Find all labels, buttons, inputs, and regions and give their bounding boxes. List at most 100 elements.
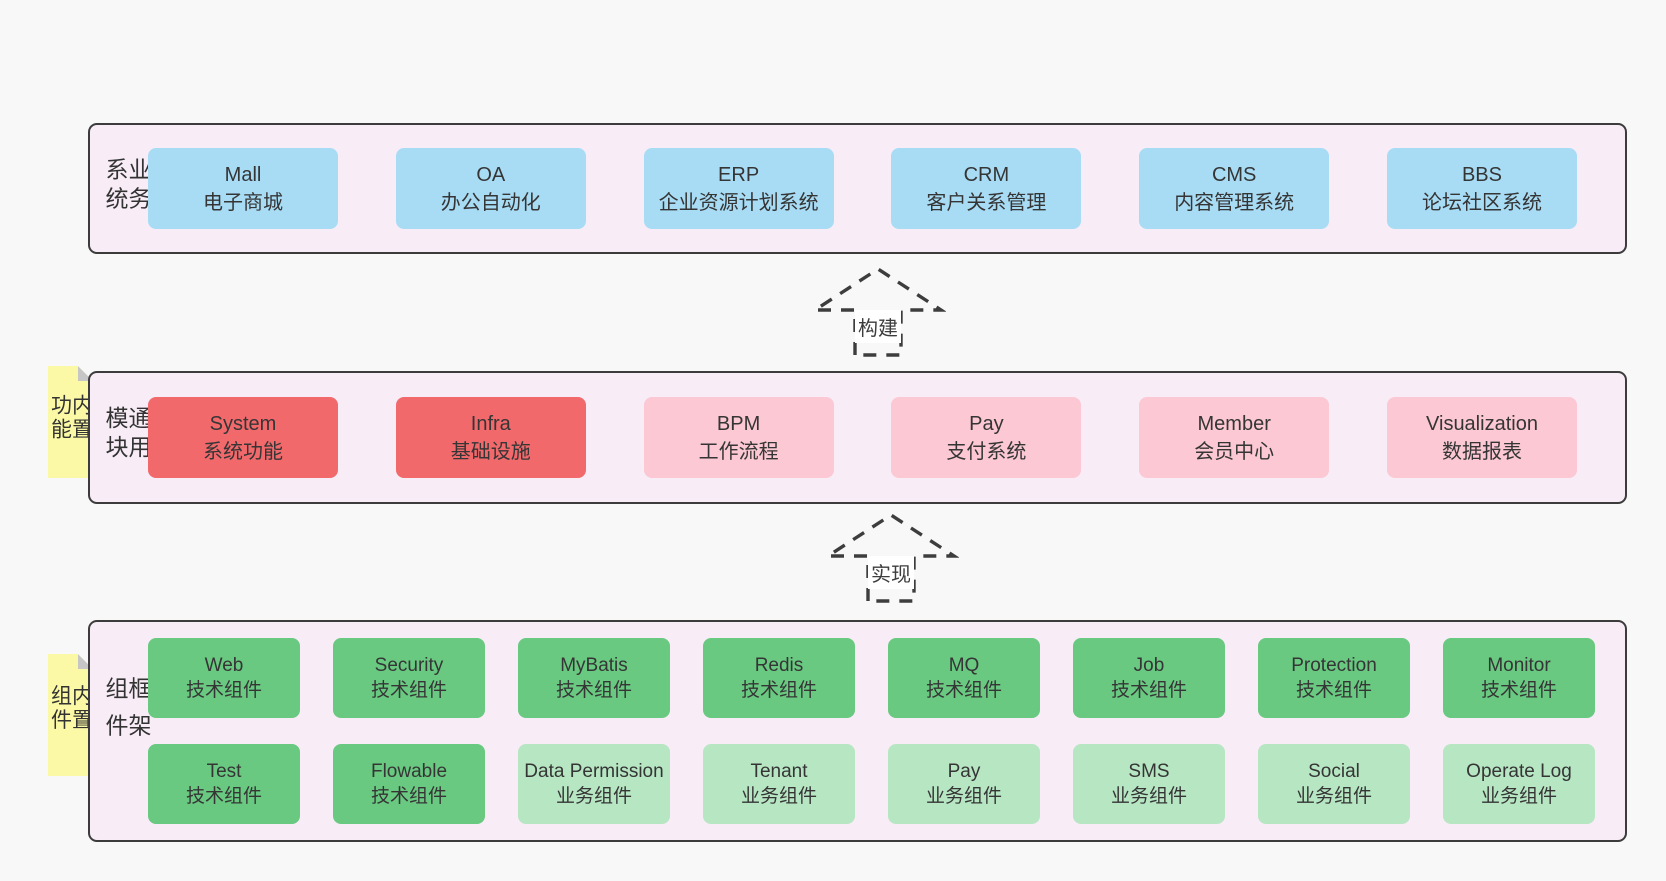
box-redis: Redis 技术组件 <box>703 638 855 718</box>
sticky-note-built-in-components: 内置组件 <box>48 654 93 776</box>
box-title: CRM <box>963 163 1010 186</box>
box-row: Web 技术组件 Security 技术组件 MyBatis 技术组件 Redi… <box>148 638 1595 718</box>
box-oa: OA 办公自动化 <box>395 148 586 229</box>
box-subtitle: 技术组件 <box>1110 680 1187 701</box>
box-title: MQ <box>948 655 980 676</box>
box-subtitle: 技术组件 <box>1480 680 1557 701</box>
box-title: Member <box>1197 412 1271 435</box>
box-subtitle: 技术组件 <box>185 786 262 807</box>
box-row: Mall 电子商城 OA 办公自动化 ERP 企业资源计划系统 CRM 客户关系… <box>148 148 1577 229</box>
box-subtitle: 电子商城 <box>203 191 283 214</box>
box-title: ERP <box>718 163 760 186</box>
box-subtitle: 技术组件 <box>555 680 632 701</box>
box-mybatis: MyBatis 技术组件 <box>518 638 670 718</box>
box-bbs: BBS 论坛社区系统 <box>1386 148 1577 229</box>
box-tenant: Tenant 业务组件 <box>703 744 855 824</box>
section-content: System 系统功能 Infra 基础设施 BPM 工作流程 Pay 支付系统… <box>148 373 1577 502</box>
box-subtitle: 客户关系管理 <box>926 191 1047 214</box>
box-title: Visualization <box>1426 412 1538 435</box>
box-title: System <box>209 412 277 435</box>
box-subtitle: 工作流程 <box>698 440 779 463</box>
box-subtitle: 技术组件 <box>370 786 447 807</box>
box-subtitle: 系统功能 <box>203 440 283 463</box>
box-title: Test <box>206 761 242 782</box>
section-label: 框架组件 <box>102 676 151 751</box>
arrow-label: 构建 <box>855 310 901 343</box>
box-subtitle: 技术组件 <box>1295 680 1372 701</box>
note-text: 内置功能 <box>48 394 93 442</box>
section-content: Web 技术组件 Security 技术组件 MyBatis 技术组件 Redi… <box>148 622 1595 840</box>
build-arrow: 构建 <box>810 264 946 358</box>
box-subtitle: 业务组件 <box>925 786 1002 807</box>
box-subtitle: 业务组件 <box>740 786 817 807</box>
box-title: Redis <box>754 655 804 676</box>
dashed-up-arrow-icon <box>810 266 946 357</box>
section-framework-components: 框架组件 Web 技术组件 Security 技术组件 MyBatis 技术组件… <box>88 620 1627 842</box>
box-row: System 系统功能 Infra 基础设施 BPM 工作流程 Pay 支付系统… <box>148 397 1577 478</box>
box-title: Job <box>1133 655 1165 676</box>
box-title: Pay <box>969 412 1004 435</box>
box-title: Security <box>374 655 444 676</box>
box-row: Test 技术组件 Flowable 技术组件 Data Permission … <box>148 744 1595 824</box>
box-cms: CMS 内容管理系统 <box>1139 148 1330 229</box>
arrow-label: 实现 <box>868 556 914 589</box>
implement-arrow: 实现 <box>823 510 959 604</box>
box-social: Social 业务组件 <box>1258 744 1410 824</box>
box-subtitle: 业务组件 <box>1295 786 1372 807</box>
box-title: MyBatis <box>560 655 628 676</box>
box-job: Job 技术组件 <box>1073 638 1225 718</box>
box-visualization: Visualization 数据报表 <box>1386 397 1577 478</box>
box-mq: MQ 技术组件 <box>888 638 1040 718</box>
box-subtitle: 办公自动化 <box>440 191 541 214</box>
box-pay-component: Pay 业务组件 <box>888 744 1040 824</box>
section-content: Mall 电子商城 OA 办公自动化 ERP 企业资源计划系统 CRM 客户关系… <box>148 125 1577 252</box>
box-pay-module: Pay 支付系统 <box>891 397 1082 478</box>
box-operate-log: Operate Log 业务组件 <box>1443 744 1595 824</box>
box-title: Social <box>1308 761 1360 782</box>
section-label: 通用模块 <box>102 405 151 464</box>
box-subtitle: 业务组件 <box>1110 786 1187 807</box>
box-data-permission: Data Permission 业务组件 <box>518 744 670 824</box>
box-test: Test 技术组件 <box>148 744 300 824</box>
box-member: Member 会员中心 <box>1139 397 1330 478</box>
box-subtitle: 企业资源计划系统 <box>658 191 819 214</box>
box-subtitle: 基础设施 <box>450 440 531 463</box>
box-flowable: Flowable 技术组件 <box>333 744 485 824</box>
box-erp: ERP 企业资源计划系统 <box>643 148 834 229</box>
section-label: 业务系统 <box>102 156 151 215</box>
box-monitor: Monitor 技术组件 <box>1443 638 1595 718</box>
box-subtitle: 业务组件 <box>1480 786 1557 807</box>
box-title: SMS <box>1128 761 1170 782</box>
box-subtitle: 会员中心 <box>1194 440 1275 463</box>
box-subtitle: 技术组件 <box>925 680 1002 701</box>
box-title: Infra <box>470 412 511 435</box>
box-title: CMS <box>1211 163 1257 186</box>
note-text: 内置组件 <box>48 684 93 733</box>
box-subtitle: 支付系统 <box>946 440 1027 463</box>
box-subtitle: 技术组件 <box>185 680 262 701</box>
box-security: Security 技术组件 <box>333 638 485 718</box>
box-subtitle: 业务组件 <box>555 786 632 807</box>
box-subtitle: 内容管理系统 <box>1174 191 1295 214</box>
box-title: BPM <box>716 412 761 435</box>
box-title: Data Permission <box>524 761 664 782</box>
sticky-note-built-in-features: 内置功能 <box>48 366 93 478</box>
box-subtitle: 数据报表 <box>1441 440 1522 463</box>
box-crm: CRM 客户关系管理 <box>891 148 1082 229</box>
box-subtitle: 技术组件 <box>740 680 817 701</box>
box-system: System 系统功能 <box>148 397 338 478</box>
box-title: Mall <box>224 163 262 186</box>
box-protection: Protection 技术组件 <box>1258 638 1410 718</box>
section-business-systems: 业务系统 Mall 电子商城 OA 办公自动化 ERP 企业资源计划系统 CRM… <box>88 123 1627 254</box>
dashed-up-arrow-icon <box>823 512 959 603</box>
box-title: Operate Log <box>1466 761 1572 782</box>
box-title: Tenant <box>750 761 808 782</box>
box-title: Flowable <box>370 761 448 782</box>
box-title: OA <box>476 163 506 186</box>
box-subtitle: 技术组件 <box>370 680 447 701</box>
box-subtitle: 论坛社区系统 <box>1421 191 1542 214</box>
box-infra: Infra 基础设施 <box>395 397 586 478</box>
box-sms: SMS 业务组件 <box>1073 744 1225 824</box>
box-bpm: BPM 工作流程 <box>643 397 834 478</box>
